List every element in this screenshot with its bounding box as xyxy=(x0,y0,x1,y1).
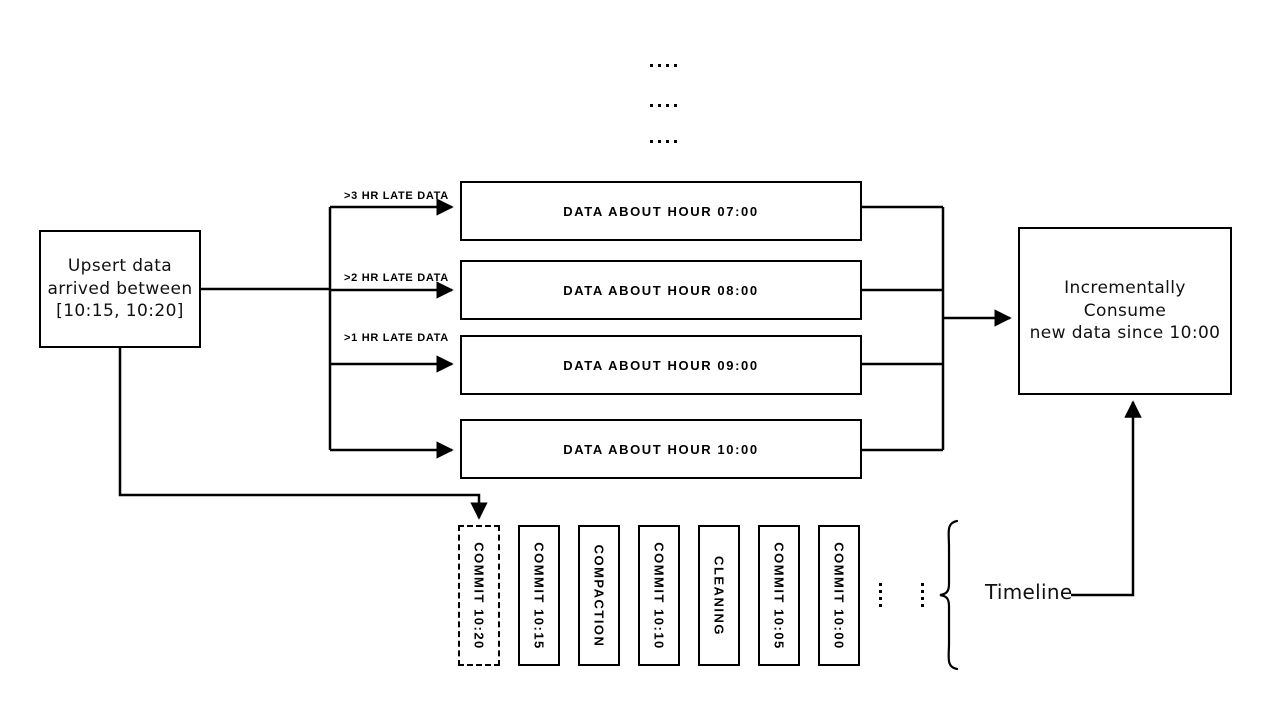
upsert-line-3: [10:15, 10:20] xyxy=(56,301,184,322)
data-box-hour-10: DATA ABOUT HOUR 10:00 xyxy=(460,419,862,479)
timeline-brace xyxy=(939,519,959,671)
data-box-hour-07: DATA ABOUT HOUR 07:00 xyxy=(460,181,862,241)
edge-label-1hr: >1 HR LATE DATA xyxy=(344,332,449,344)
timeline-bracket-label: Timeline xyxy=(985,580,1073,604)
commit-box-5-label: COMMIT 10:05 xyxy=(771,541,787,650)
data-box-hour-10-label: DATA ABOUT HOUR 10:00 xyxy=(563,441,759,457)
data-box-hour-07-label: DATA ABOUT HOUR 07:00 xyxy=(563,203,759,219)
commit-box-6-label: COMMIT 10:00 xyxy=(831,541,847,650)
upsert-source-box: Upsert data arrived between [10:15, 10:2… xyxy=(39,230,201,348)
upsert-line-1: Upsert data xyxy=(67,256,173,277)
commit-box-2-label: COMPACTION xyxy=(591,544,607,647)
top-ellipsis-1 xyxy=(650,104,677,107)
data-box-hour-08: DATA ABOUT HOUR 08:00 xyxy=(460,260,862,320)
data-box-hour-08-label: DATA ABOUT HOUR 08:00 xyxy=(563,282,759,298)
commit-box-3-label: COMMIT 10:10 xyxy=(651,541,667,650)
edge-timeline-to-consume xyxy=(1071,400,1142,597)
edge-label-2hr: >2 HR LATE DATA xyxy=(344,272,449,284)
edge-label-3hr: >3 HR LATE DATA xyxy=(344,190,449,202)
consume-line-1: Incrementally Consume xyxy=(1064,278,1186,321)
top-ellipsis-2 xyxy=(650,140,677,143)
commit-box-0: COMMIT 10:20 xyxy=(458,525,500,666)
data-box-hour-09-label: DATA ABOUT HOUR 09:00 xyxy=(563,357,759,373)
commit-box-3: COMMIT 10:10 xyxy=(638,525,680,666)
commit-box-4-label: CLEANING xyxy=(711,555,727,636)
edge-source-to-timeline xyxy=(118,348,488,520)
commit-box-6: COMMIT 10:00 xyxy=(818,525,860,666)
commit-box-4: CLEANING xyxy=(698,525,740,666)
commit-box-2: COMPACTION xyxy=(578,525,620,666)
timeline-ellipsis-1 xyxy=(918,583,926,607)
commit-box-5: COMMIT 10:05 xyxy=(758,525,800,666)
upsert-line-2: arrived between xyxy=(47,278,193,299)
incremental-consume-box: Incrementally Consume new data since 10:… xyxy=(1018,227,1232,395)
commit-box-1: COMMIT 10:15 xyxy=(518,525,560,666)
consume-line-2: new data since 10:00 xyxy=(1029,323,1221,344)
timeline-ellipsis-0 xyxy=(876,583,884,607)
data-box-hour-09: DATA ABOUT HOUR 09:00 xyxy=(460,335,862,395)
commit-box-0-label: COMMIT 10:20 xyxy=(471,541,487,650)
top-ellipsis-0 xyxy=(650,64,677,67)
commit-box-1-label: COMMIT 10:15 xyxy=(531,541,547,650)
